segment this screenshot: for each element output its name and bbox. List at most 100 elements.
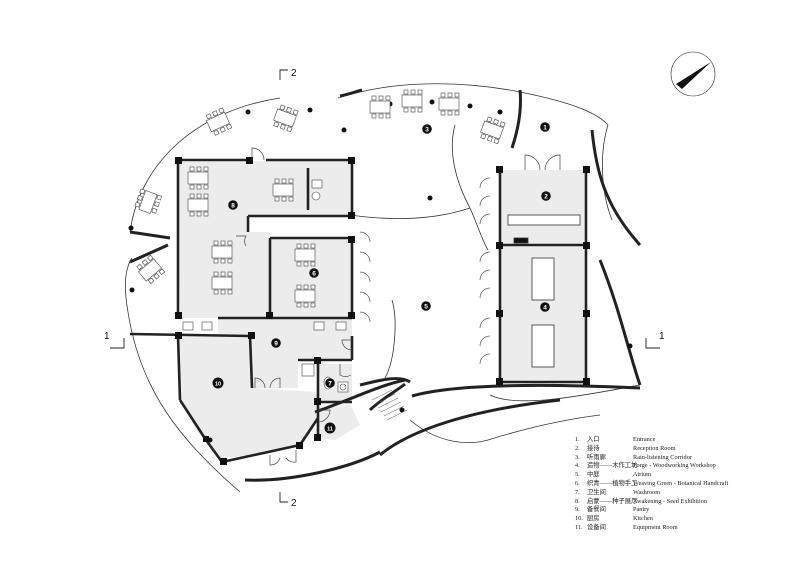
- door-kitchen: [254, 377, 266, 389]
- door-washroom: [339, 364, 352, 377]
- legend-en: Entrance: [633, 436, 656, 443]
- table-set: [438, 92, 460, 116]
- table-set: [369, 95, 391, 119]
- room-fill-6: [270, 238, 352, 318]
- legend: 1. 入口 Entrance 2. 接待 Reception Room 3. 听雨廊 Rain-…: [575, 436, 728, 533]
- door-kitchen-2: [269, 377, 281, 389]
- room-badge-4: 4: [540, 302, 550, 312]
- fixtures: [182, 179, 349, 393]
- room-badges: 1 2 3 4 5 6 7 8 9 10 11: [212, 122, 551, 434]
- room-badge-label: 9: [274, 340, 278, 347]
- furniture: [134, 89, 506, 308]
- table-set: [211, 271, 233, 295]
- legend-zh: 入口: [587, 436, 600, 443]
- room-badge-label: 2: [544, 193, 548, 200]
- room-badge-label: 6: [312, 270, 316, 277]
- room-badge-label: 1: [543, 124, 547, 131]
- atrium-glazing-left: [359, 231, 371, 323]
- section-mark-right: 1: [659, 331, 665, 342]
- section-mark-bottom: 2: [291, 498, 297, 509]
- legend-zh: 织青——植物手工: [587, 479, 638, 487]
- door-equipment: [317, 409, 331, 423]
- table-set: [136, 254, 166, 284]
- door-bottom-1: [269, 455, 281, 466]
- legend-zh: 设备间: [587, 523, 606, 531]
- room-badge-8: 8: [228, 200, 238, 210]
- room-badge-label: 4: [543, 304, 547, 311]
- door-pantry-side: [341, 339, 353, 351]
- legend-zh: 接待: [587, 444, 600, 452]
- legend-zh: 听雨廊: [587, 453, 606, 461]
- table-set: [211, 240, 233, 264]
- table-set: [187, 193, 209, 217]
- legend-item: 2. 接待 Reception Room: [575, 445, 728, 454]
- room-badge-2: 2: [541, 191, 551, 201]
- table-set: [134, 188, 163, 214]
- legend-en: Kitchen: [633, 515, 653, 523]
- section-mark-left: 1: [104, 331, 110, 342]
- room-fill-4: [500, 245, 586, 382]
- legend-en: Rain-listening Corridor: [633, 453, 692, 461]
- legend-num: 6.: [575, 479, 580, 487]
- straight-walls: [129, 158, 588, 464]
- legend-item: 1. 入口 Entrance: [575, 436, 728, 445]
- room-badge-label: 11: [327, 426, 333, 432]
- legend-en: Awakening - Seed Exhibition: [633, 497, 708, 505]
- room-fills: [178, 160, 586, 458]
- room-badge-label: 7: [328, 380, 332, 387]
- north-arrow-icon: [670, 51, 716, 97]
- legend-item: 3. 听雨廊 Rain-listening Corridor: [575, 454, 728, 463]
- table-set: [401, 89, 423, 113]
- legend-num: 9.: [575, 506, 580, 514]
- door-bottom-2: [285, 450, 297, 463]
- legend-num: 11.: [575, 523, 583, 531]
- stairs: [371, 389, 408, 421]
- legend-zh: 备餐间: [587, 506, 606, 514]
- table-set: [187, 166, 209, 190]
- door-entrance-left: [524, 154, 541, 171]
- legend-zh: 卫生间: [587, 488, 606, 496]
- table-set: [480, 116, 506, 145]
- room-badge-5: 5: [421, 301, 431, 311]
- room-badge-11: 11: [324, 422, 336, 434]
- room-fill-10: [178, 336, 318, 458]
- legend-en: Atrium: [633, 471, 652, 479]
- legend-num: 10.: [575, 515, 583, 523]
- room-badge-7: 7: [325, 378, 335, 388]
- legend-num: 2.: [575, 444, 580, 452]
- columns: [175, 157, 590, 465]
- legend-num: 4.: [575, 462, 580, 470]
- room-badge-label: 10: [215, 381, 221, 387]
- legend-en: Forge - Woodworking Workshop: [633, 462, 716, 470]
- table-set: [294, 284, 316, 308]
- legend-en: Weaving Green - Botanical Handcraft: [633, 479, 729, 487]
- legend-item: 9. 备餐间 Pantry: [575, 506, 728, 515]
- door-entrance-right: [544, 154, 561, 171]
- table-set: [205, 107, 233, 136]
- legend-en: Reception Room: [633, 444, 676, 452]
- legend-zh: 造物——木作工坊: [587, 462, 638, 470]
- door-seed-hall: [251, 147, 265, 161]
- section-marks: [110, 69, 660, 503]
- legend-num: 7.: [575, 488, 580, 496]
- table-set: [294, 243, 316, 267]
- legend-num: 3.: [575, 453, 580, 461]
- room-badge-9: 9: [271, 338, 281, 348]
- legend-num: 1.: [575, 436, 580, 443]
- table-set: [272, 178, 294, 202]
- room-badge-label: 3: [425, 126, 429, 133]
- reception-counter: [507, 214, 581, 244]
- room-badge-3: 3: [422, 124, 432, 134]
- legend-en: Pantry: [633, 506, 650, 514]
- legend-item: 7. 卫生间 Washroom: [575, 489, 728, 498]
- room-badge-label: 5: [424, 303, 428, 310]
- room-badge-6: 6: [309, 268, 319, 278]
- legend-en: Washroom: [633, 488, 661, 496]
- workshop-tables: [531, 257, 555, 368]
- section-labels: 2 2 1 1: [104, 68, 665, 509]
